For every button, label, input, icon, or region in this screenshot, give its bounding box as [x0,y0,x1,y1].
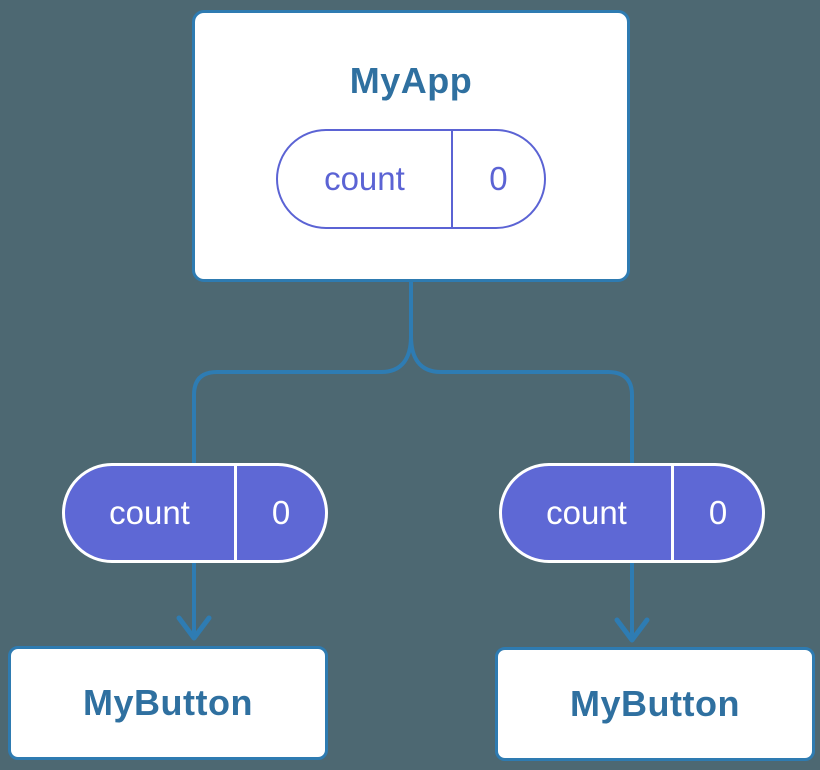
left-arrowhead-down-icon [176,615,212,641]
node-title-myapp: MyApp [349,60,473,101]
prop-pill-left: count 0 [62,463,328,563]
left-branch-line [192,280,413,638]
node-card-mybutton-right: MyButton [495,647,815,761]
state-pill-value: 0 [489,160,508,197]
state-pill-label: count [278,131,453,227]
prop-pill-left-label: count [65,466,237,560]
right-branch-line [409,280,634,640]
prop-pill-right-label: count [502,466,674,560]
right-arrowhead-down-icon [614,617,650,643]
node-title-mybutton-left: MyButton [83,682,253,723]
prop-pill-right: count 0 [499,463,765,563]
node-title-mybutton-right: MyButton [570,683,740,724]
node-card-myapp: MyApp count 0 [192,10,630,282]
prop-pill-left-value: 0 [271,494,291,531]
node-card-mybutton-left: MyButton [8,646,328,760]
prop-pill-right-value: 0 [708,494,728,531]
state-pill-myapp: count 0 [276,129,546,229]
